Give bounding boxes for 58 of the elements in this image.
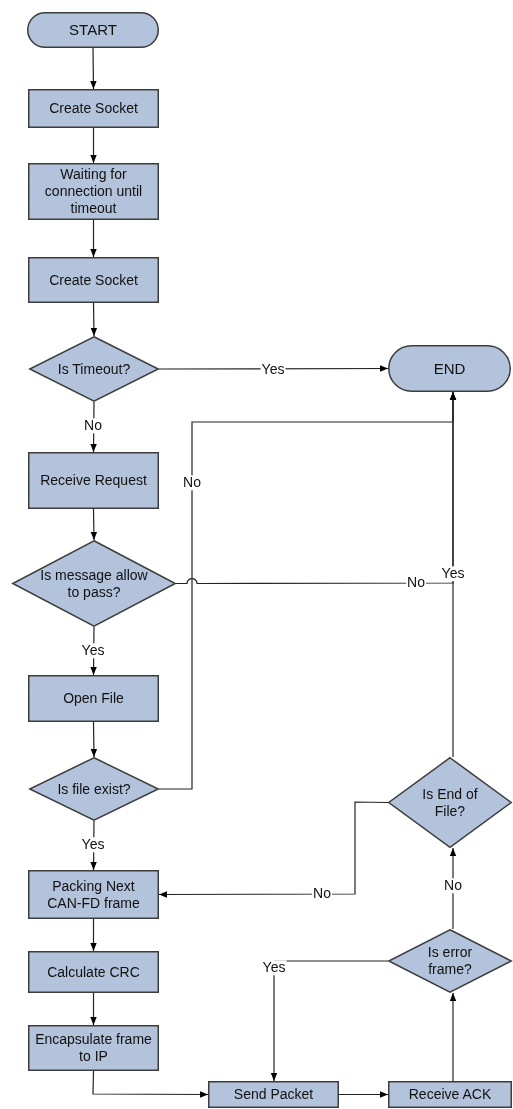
node-label: Encapsulate frame to IP <box>35 1031 152 1065</box>
process-box <box>388 1081 512 1108</box>
node-label: Create Socket <box>49 100 138 117</box>
node-label: Calculate CRC <box>47 963 140 981</box>
arrow <box>90 992 97 1026</box>
arrow <box>90 302 98 337</box>
edge-label: Yes <box>80 837 106 853</box>
edge-label: Yes <box>80 643 106 659</box>
arrow <box>90 127 97 164</box>
arrow <box>90 508 98 541</box>
arrow <box>449 847 457 930</box>
arrow <box>90 401 97 453</box>
node-label: Is error frame? <box>426 944 474 978</box>
arrow <box>270 960 389 1082</box>
arrow <box>90 219 97 258</box>
node-label: Receive ACK <box>408 1086 492 1103</box>
arrow <box>92 1070 209 1098</box>
decision-diamond <box>12 540 176 627</box>
node-label: Send Packet <box>233 1086 314 1103</box>
edge-label: Yes <box>440 566 466 582</box>
edge-label: No <box>182 475 202 491</box>
process-box <box>28 452 159 509</box>
node-label: END <box>433 359 466 378</box>
decision-diamond <box>388 929 512 993</box>
node-label: Is End of File? <box>421 785 479 820</box>
terminal-shape <box>27 12 159 48</box>
arrow <box>90 721 98 758</box>
arrow <box>449 992 457 1082</box>
node-label: Open File <box>63 690 124 707</box>
arrow <box>90 47 97 90</box>
process-box <box>28 870 159 919</box>
edge-label: Yes <box>261 960 287 976</box>
process-box <box>28 951 159 993</box>
process-box <box>208 1081 339 1108</box>
process-box <box>28 163 159 220</box>
arrow <box>449 391 457 758</box>
node-label: Is file exist? <box>57 780 131 798</box>
arrow <box>338 1091 389 1098</box>
node-label: Receive Request <box>40 472 147 489</box>
terminal-shape <box>388 345 511 392</box>
arrow <box>158 365 389 372</box>
process-box <box>28 257 159 303</box>
node-label: Is message allow to pass? <box>39 566 149 601</box>
node-label: Packing Next CAN-FD frame <box>46 877 141 912</box>
node-label: START <box>69 21 117 39</box>
process-box <box>28 89 159 128</box>
arrow <box>90 918 97 952</box>
edge-label: No <box>443 878 463 894</box>
decision-diamond <box>29 757 159 821</box>
decision-diamond <box>388 757 512 848</box>
process-box <box>28 1025 159 1071</box>
node-label: Is Timeout? <box>57 360 131 378</box>
decision-diamond <box>29 336 159 402</box>
edge-label: No <box>83 418 103 434</box>
node-label: Create Socket <box>49 271 138 289</box>
node-label: Waiting for connection until timeout <box>43 166 144 217</box>
process-box <box>28 675 159 722</box>
arrow <box>158 801 389 898</box>
